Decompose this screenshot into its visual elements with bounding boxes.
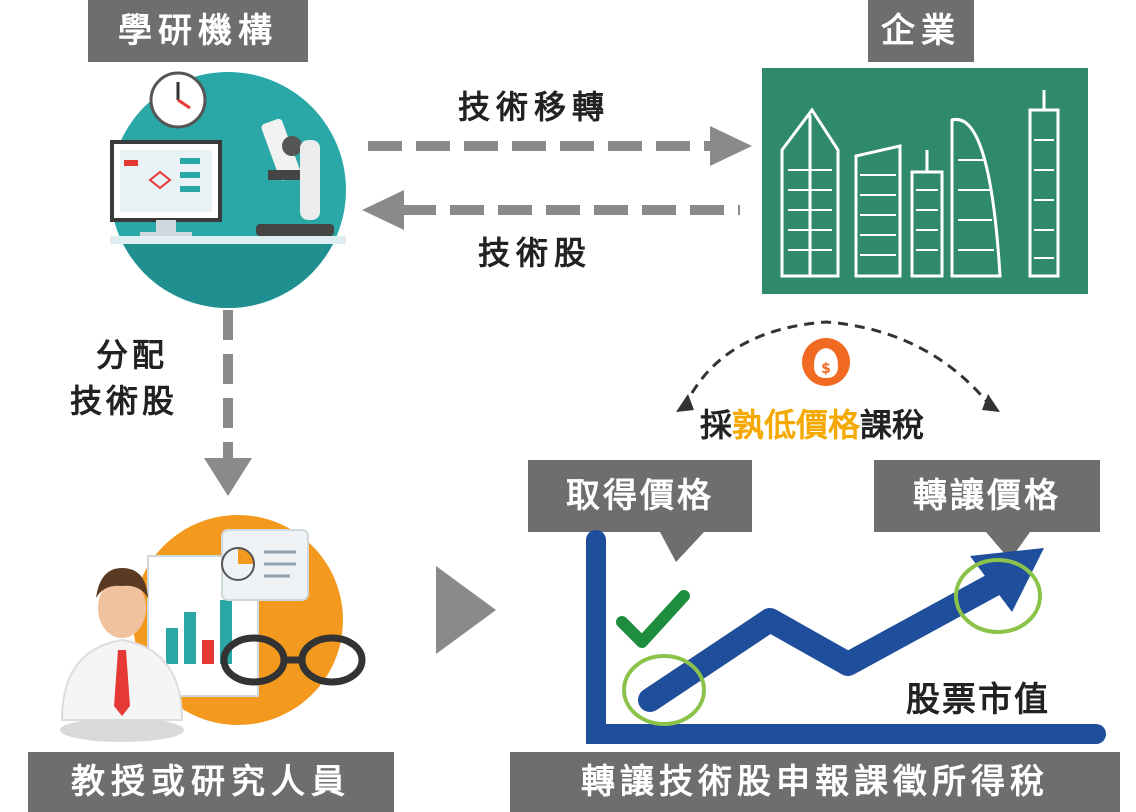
clock-icon [149, 71, 207, 129]
tech-shares-label: 技術股 [478, 234, 593, 272]
monitor-icon [110, 140, 222, 238]
city-skyline-icon [762, 68, 1088, 294]
price-comparison-arrow [682, 320, 994, 409]
microscope-icon [256, 118, 334, 236]
glasses-icon [220, 634, 366, 686]
stock-value-chart [586, 530, 1106, 744]
tax-highlight: 孰低價格 [732, 406, 861, 444]
tech-shares-arrow [362, 190, 740, 230]
tech-transfer-arrow [368, 126, 752, 166]
professor-icon [60, 515, 366, 742]
market-value-label: 股票市值 [906, 680, 1050, 720]
acquisition-price-label: 取得價格 [528, 460, 752, 532]
enterprise-label: 企業 [868, 0, 974, 62]
svg-text:$: $ [821, 361, 831, 377]
distribute-label-line2: 技術股 [70, 382, 179, 420]
checkmark-icon [616, 590, 690, 648]
money-bag-icon: $ [802, 338, 850, 386]
institution-icon [110, 71, 346, 308]
tax-suffix: 課稅 [860, 406, 925, 444]
flow-arrow [436, 566, 496, 654]
professor-label: 教授或研究人員 [28, 752, 394, 812]
distribute-label-line1: 分配 [96, 336, 169, 374]
bottom-caption: 轉讓技術股申報課徵所得稅 [510, 752, 1120, 812]
distribute-arrow [204, 310, 252, 496]
institution-label: 學研機構 [88, 0, 308, 62]
tax-rule-label: 採孰低價格課稅 [700, 400, 924, 446]
tech-transfer-label: 技術移轉 [458, 88, 611, 126]
transfer-price-label: 轉讓價格 [874, 460, 1100, 532]
tax-prefix: 採 [700, 406, 733, 444]
